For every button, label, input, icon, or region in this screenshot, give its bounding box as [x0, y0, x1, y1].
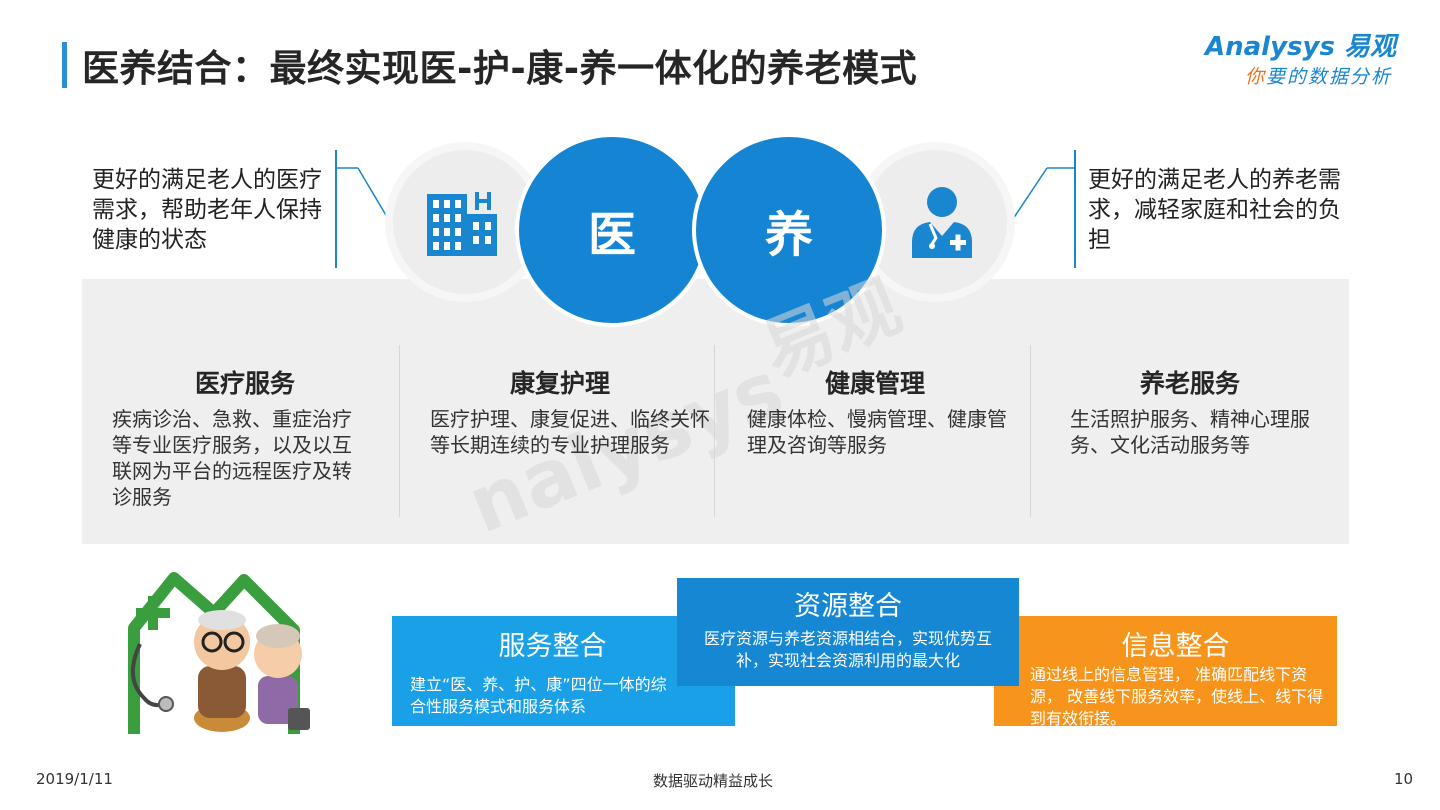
column-desc: 健康体检、慢病管理、健康管理及咨询等服务 — [747, 407, 1007, 457]
logo-brand: Analysys 易观 — [1205, 32, 1396, 62]
column-elderly-care: 养老服务 生活照护服务、精神心理服务、文化活动服务等 — [1040, 348, 1340, 516]
info-integration-box: 信息整合 通过线上的信息管理， 准确匹配线下资源， 改善线下服务效率，使线上、线… — [994, 616, 1337, 728]
footer-slogan: 数据驱动精益成长 — [653, 772, 774, 790]
footer-date: 2019/1/11 — [36, 770, 113, 788]
left-connector-line — [335, 150, 391, 268]
column-medical-service: 医疗服务 疾病诊治、急救、重症治疗等专业医疗服务，以及以互联网为平台的远程医疗及… — [100, 348, 390, 516]
doctor-icon — [912, 187, 972, 258]
resource-integration-box: 资源整合 医疗资源与养老资源相结合，实现优势互补，实现社会资源利用的最大化 — [677, 578, 1019, 686]
page-title: 医养结合：最终实现医-护-康-养一体化的养老模式 — [82, 47, 918, 90]
column-divider — [714, 345, 715, 517]
column-title: 养老服务 — [1139, 369, 1240, 398]
title-accent-bar — [62, 42, 67, 88]
box-desc: 建立“医、养、护、康”四位一体的综合性服务模式和服务体系 — [410, 675, 667, 716]
page-number: 10 — [1394, 770, 1414, 788]
right-note: 更好的满足老人的养老需求，减轻家庭和社会的负担 — [1088, 167, 1341, 253]
logo-tagline-accent: 你 — [1244, 66, 1266, 88]
logo-tagline-rest: 要的数据分析 — [1265, 66, 1392, 88]
elderly-couple-house-illustration — [128, 572, 310, 734]
analysys-logo: Analysys 易观 你要的数据分析 — [1205, 26, 1396, 90]
column-health-management: 健康管理 健康体检、慢病管理、健康管理及咨询等服务 — [725, 348, 1025, 516]
box-title: 资源整合 — [794, 591, 902, 622]
yi-medical-circle: 医 — [515, 133, 709, 327]
column-rehab-nursing: 康复护理 医疗护理、康复促进、临终关怀等长期连续的专业护理服务 — [410, 348, 710, 516]
yang-care-circle: 养 — [692, 133, 886, 327]
left-note: 更好的满足老人的医疗需求，帮助老年人保持健康的状态 — [92, 167, 322, 253]
column-divider — [1030, 345, 1031, 517]
services-band — [82, 279, 1349, 544]
column-title: 康复护理 — [509, 369, 610, 398]
box-title: 信息整合 — [1121, 631, 1230, 662]
column-title: 医疗服务 — [194, 369, 295, 398]
box-desc: 通过线上的信息管理， 准确匹配线下资源， 改善线下服务效率，使线上、线下得到有效… — [1030, 665, 1324, 728]
box-desc: 医疗资源与养老资源相结合，实现优势互补，实现社会资源利用的最大化 — [703, 629, 992, 670]
column-desc: 疾病诊治、急救、重症治疗等专业医疗服务，以及以互联网为平台的远程医疗及转诊服务 — [112, 407, 352, 509]
column-title: 健康管理 — [824, 369, 925, 398]
right-connector-line — [1010, 150, 1076, 268]
logo-tagline: 你要的数据分析 — [1245, 62, 1392, 89]
box-title: 服务整合 — [498, 631, 607, 662]
column-divider — [399, 345, 400, 517]
hospital-building-icon — [427, 192, 497, 256]
column-desc: 医疗护理、康复促进、临终关怀等长期连续的专业护理服务 — [430, 407, 710, 457]
column-desc: 生活照护服务、精神心理服务、文化活动服务等 — [1070, 407, 1310, 457]
